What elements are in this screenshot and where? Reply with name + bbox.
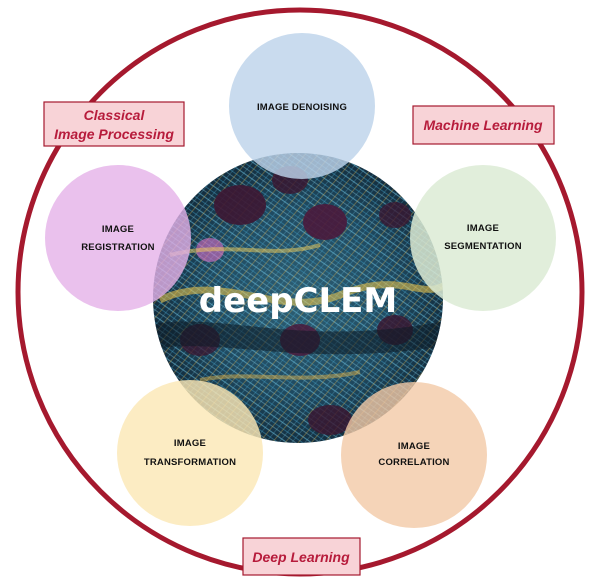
node-registration-label-line1: IMAGE [102,224,134,235]
node-denoising-label: IMAGE DENOISING [257,102,347,113]
node-segmentation-circle[interactable] [410,165,556,311]
classical-label-line1: Classical [84,107,146,123]
classical-label-line2: Image Processing [54,126,174,142]
node-transformation-label-line1: IMAGE [174,438,206,449]
node-transformation-circle[interactable] [117,380,263,526]
node-denoising-circle[interactable] [229,33,375,179]
node-segmentation-label-line2: SEGMENTATION [444,241,522,252]
node-transformation-label-line2: TRANSFORMATION [144,457,236,468]
deep-learning-label: Deep Learning [252,549,350,565]
deep-learning-box: Deep Learning [242,537,361,576]
center-title: deepCLEM [199,281,397,321]
node-correlation-circle[interactable] [341,382,487,528]
node-correlation-label-line1: IMAGE [398,441,430,452]
machine-learning-box: Machine Learning [412,105,555,145]
node-registration-circle[interactable] [45,165,191,311]
classical-image-processing-box: Classical Image Processing [43,101,185,147]
machine-learning-label: Machine Learning [423,117,542,133]
node-correlation-label-line2: CORRELATION [378,457,449,468]
node-segmentation-label-line1: IMAGE [467,223,499,234]
node-registration-label-line2: REGISTRATION [81,242,154,253]
